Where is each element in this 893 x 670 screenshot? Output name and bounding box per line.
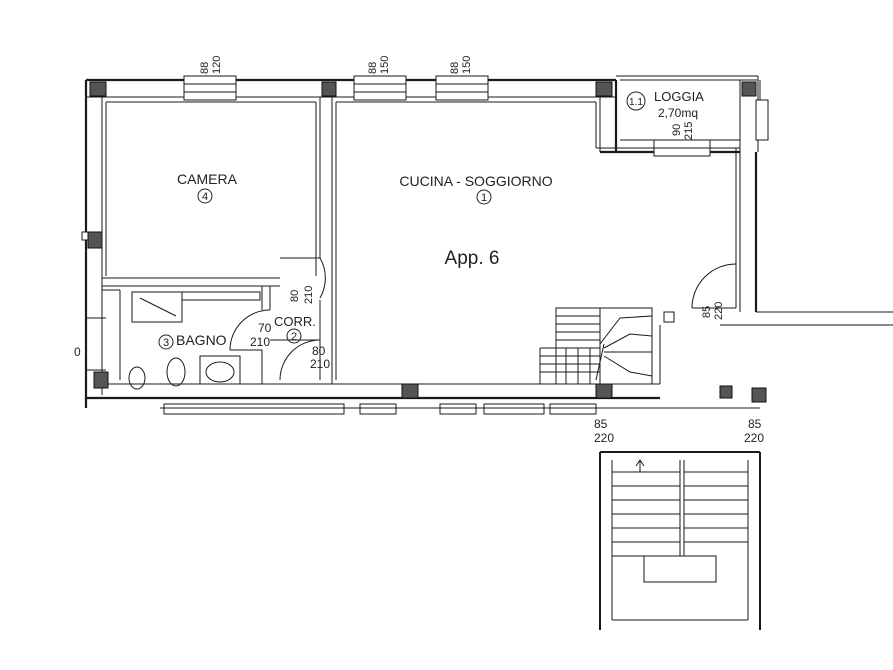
outer-walls xyxy=(84,75,893,409)
cucina-num: 1 xyxy=(481,192,487,204)
bagno-name: BAGNO xyxy=(176,332,227,348)
dim-door-bagno-w: 70 xyxy=(258,321,272,335)
dim-door-bagno-h: 210 xyxy=(250,335,270,349)
dim-win-cucina2-h: 150 xyxy=(461,56,473,74)
dim-win-loggia-h: 215 xyxy=(683,122,695,140)
loggia-name: LOGGIA xyxy=(654,89,704,104)
corr-name: CORR. xyxy=(274,314,316,329)
lower-wall-fragments xyxy=(163,403,597,415)
apartment-label: App. 6 xyxy=(445,248,500,269)
dim-door-camera-h: 210 xyxy=(303,286,315,304)
dim-door-camera-w: 80 xyxy=(289,290,301,302)
loggia-num: 1.1 xyxy=(629,97,643,108)
dim-landing-right-w: 85 xyxy=(748,417,762,431)
dim-win-cucina2-w: 88 xyxy=(449,62,461,74)
dim-door-right-h: 220 xyxy=(713,302,725,320)
dim-door-corr-h: 210 xyxy=(310,357,330,371)
structural-columns xyxy=(87,81,767,403)
dim-landing-left-h: 220 xyxy=(594,431,614,445)
bagno-num: 3 xyxy=(163,337,169,349)
dim-win-cucina1-h: 150 xyxy=(379,56,391,74)
cucina-name: CUCINA - SOGGIORNO xyxy=(399,173,552,189)
interior-walls xyxy=(86,97,740,384)
camera-num: 4 xyxy=(202,191,208,203)
common-staircase xyxy=(599,451,761,630)
internal-stair xyxy=(539,307,675,385)
loggia-area: 2,70mq xyxy=(658,106,698,120)
dim-landing-left-w: 85 xyxy=(594,417,608,431)
dim-win-cucina1-w: 88 xyxy=(367,62,379,74)
dim-door-corr-w: 80 xyxy=(312,344,326,358)
windows xyxy=(81,75,769,241)
partial-left-mark: 0 xyxy=(74,345,81,359)
room-labels: CAMERA 4 CUCINA - SOGGIORNO 1 App. 6 1.1… xyxy=(74,89,704,359)
dim-win-camera-h: 120 xyxy=(211,56,223,74)
doors xyxy=(229,257,737,381)
corr-num: 2 xyxy=(291,331,297,343)
dim-win-loggia-w: 90 xyxy=(671,124,683,136)
dim-door-right-w: 85 xyxy=(701,306,713,318)
dimension-labels: 88 120 88 150 88 150 90 215 80 210 70 21… xyxy=(199,56,764,445)
camera-name: CAMERA xyxy=(177,171,238,187)
bathroom-fixtures xyxy=(128,291,261,390)
dim-win-camera-w: 88 xyxy=(199,62,211,74)
dim-landing-right-h: 220 xyxy=(744,431,764,445)
